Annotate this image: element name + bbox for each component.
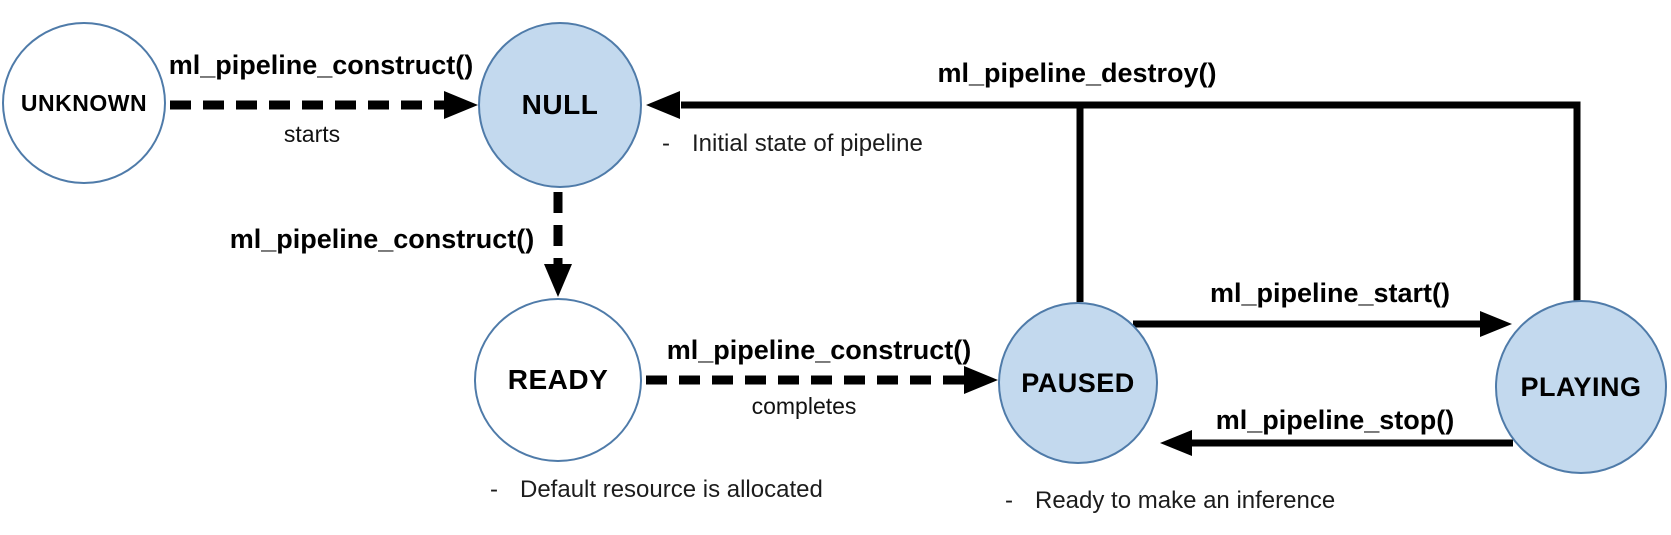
arrow-unknown-to-null [170, 91, 478, 119]
arrow-playing-to-paused [1160, 430, 1513, 456]
note-bullet: - [662, 130, 670, 157]
state-unknown: UNKNOWN [2, 22, 166, 184]
state-playing: PLAYING [1495, 300, 1667, 474]
state-ready: READY [474, 298, 642, 462]
arrowhead [1480, 311, 1512, 337]
state-null-label: NULL [521, 89, 599, 120]
note-text: Ready to make an inference [1035, 487, 1336, 514]
arrow-line [681, 101, 1581, 301]
state-ready-label: READY [507, 364, 609, 395]
note-null: - Initial state of pipeline [662, 130, 923, 158]
label-construct-completes: ml_pipeline_construct() [666, 335, 972, 365]
arrowhead [544, 264, 572, 297]
label-start: ml_pipeline_start() [1209, 278, 1451, 308]
arrowhead [1160, 430, 1192, 456]
state-paused-label: PAUSED [1021, 367, 1135, 398]
state-null: NULL [478, 22, 642, 188]
label-destroy: ml_pipeline_destroy() [937, 58, 1217, 88]
state-playing-label: PLAYING [1520, 371, 1642, 402]
sublabel-starts: starts [283, 121, 341, 147]
note-bullet: - [1005, 487, 1013, 514]
label-stop: ml_pipeline_stop() [1215, 405, 1455, 435]
arrow-destroy-to-null [646, 91, 1581, 302]
state-paused: PAUSED [998, 302, 1158, 464]
arrow-null-to-ready [544, 192, 572, 297]
note-paused: - Ready to make an inference [1005, 487, 1335, 515]
label-construct-starts: ml_pipeline_construct() [168, 50, 474, 80]
note-text: Default resource is allocated [520, 476, 823, 503]
state-unknown-label: UNKNOWN [20, 89, 148, 116]
arrow-ready-to-paused [646, 366, 998, 394]
sublabel-completes: completes [751, 393, 857, 419]
note-ready: - Default resource is allocated [490, 476, 823, 504]
note-text: Initial state of pipeline [692, 130, 923, 157]
label-construct-null-ready: ml_pipeline_construct() [229, 224, 535, 254]
note-bullet: - [490, 476, 498, 503]
arrowhead [444, 91, 478, 119]
arrow-paused-to-playing [1133, 311, 1512, 337]
arrowhead [964, 366, 998, 394]
arrowhead [646, 91, 680, 119]
